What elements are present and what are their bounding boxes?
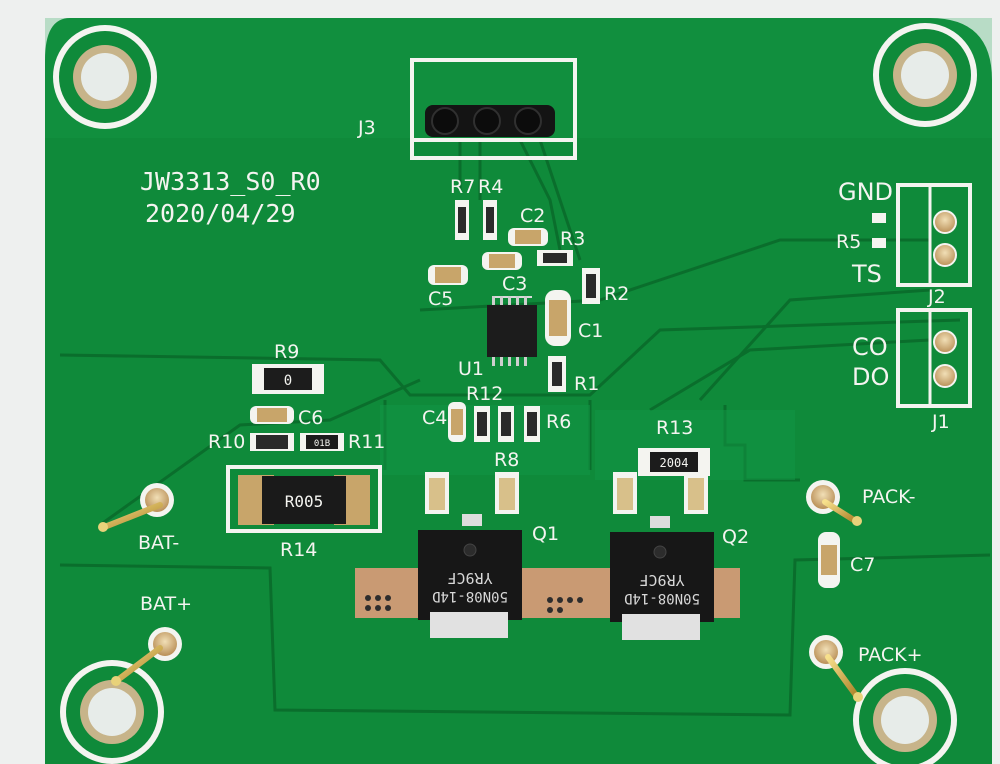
label-do: DO: [852, 363, 889, 391]
r5-pad-top: [872, 213, 886, 223]
smd-r7: [455, 200, 469, 240]
mounting-hole-bottom-right: [853, 668, 957, 764]
board-name: JW3313_S0_R0: [140, 167, 321, 196]
pad-bat-minus: [98, 483, 174, 532]
smd-r10: [250, 433, 294, 451]
smd-r3: [537, 250, 573, 266]
q1-marking-line1: YR9CF: [447, 569, 492, 587]
q1-marking-line2: 50N08-14D: [432, 588, 508, 604]
smd-c6: [250, 406, 294, 424]
pad-pack-minus: [806, 480, 862, 526]
label-c1: C1: [578, 320, 603, 342]
r11-marking: 01B: [314, 439, 330, 449]
label-c5: C5: [428, 288, 453, 310]
ic-u1: [487, 296, 537, 366]
label-r12: R12: [466, 383, 503, 405]
mosfet-q2: YR9CF 50N08-14D: [610, 472, 714, 640]
label-u1: U1: [458, 358, 484, 380]
label-pack-plus: PACK+: [858, 644, 923, 666]
connector-j1: [896, 308, 972, 408]
pad-bat-plus: [111, 627, 182, 686]
label-r8: R8: [494, 449, 519, 471]
label-c2: C2: [520, 205, 545, 227]
label-gnd: GND: [838, 178, 893, 206]
smd-r2: [582, 268, 600, 304]
label-c6: C6: [298, 407, 323, 429]
smd-r6: [524, 406, 540, 442]
via-array: [365, 595, 583, 613]
smd-r9: 0: [252, 364, 324, 394]
mounting-hole-top-left: [53, 25, 157, 129]
label-r4: R4: [478, 176, 503, 198]
mosfet-q1: YR9CF 50N08-14D: [418, 472, 522, 638]
label-r14: R14: [280, 539, 317, 561]
label-c4: C4: [422, 407, 447, 429]
smd-r8: [498, 406, 514, 442]
label-q1: Q1: [532, 523, 559, 545]
pad-pack-plus: [809, 635, 863, 702]
smd-r12: [474, 406, 490, 442]
pcb-substrate: [45, 18, 992, 764]
q2-marking-line1: YR9CF: [639, 571, 684, 589]
r14-marking: R005: [285, 492, 324, 511]
smd-c1: [545, 290, 571, 346]
label-r11: R11: [348, 431, 385, 453]
label-r1: R1: [574, 373, 599, 395]
label-c3: C3: [502, 273, 527, 295]
smd-c4: [448, 402, 466, 442]
connector-j2: [896, 183, 972, 287]
label-bat-minus: BAT-: [138, 532, 179, 554]
smd-c3: [482, 252, 522, 270]
label-r3: R3: [560, 228, 585, 250]
board-date: 2020/04/29: [145, 199, 296, 228]
label-r13: R13: [656, 417, 693, 439]
label-pack-minus: PACK-: [862, 486, 916, 508]
smd-r4: [483, 200, 497, 240]
label-r9: R9: [274, 341, 299, 363]
smd-c5: [428, 265, 468, 285]
r13-marking: 2004: [660, 456, 689, 470]
shunt-r14: R005: [226, 465, 382, 533]
label-r6: R6: [546, 411, 571, 433]
label-co: CO: [852, 333, 888, 361]
mounting-hole-bottom-left: [60, 660, 164, 764]
label-r2: R2: [604, 283, 629, 305]
label-j3: J3: [357, 117, 376, 139]
label-bat-plus: BAT+: [140, 593, 192, 615]
label-r10: R10: [208, 431, 245, 453]
label-j2: J2: [927, 286, 946, 308]
smd-r13: 2004: [638, 448, 710, 476]
q2-marking-line2: 50N08-14D: [624, 590, 700, 606]
smd-r1: [548, 356, 566, 392]
r9-marking: 0: [284, 373, 292, 389]
label-q2: Q2: [722, 526, 749, 548]
r5-pad-bottom: [872, 238, 886, 248]
smd-c2: [508, 228, 548, 246]
label-c7: C7: [850, 554, 875, 576]
label-r7: R7: [450, 176, 475, 198]
mounting-hole-top-right: [873, 23, 977, 127]
label-r5: R5: [836, 231, 861, 253]
smd-c7: [818, 532, 840, 588]
label-j1: J1: [931, 411, 950, 433]
label-ts: TS: [851, 260, 882, 288]
connector-j3: [410, 58, 577, 160]
smd-r11: 01B: [300, 433, 344, 451]
